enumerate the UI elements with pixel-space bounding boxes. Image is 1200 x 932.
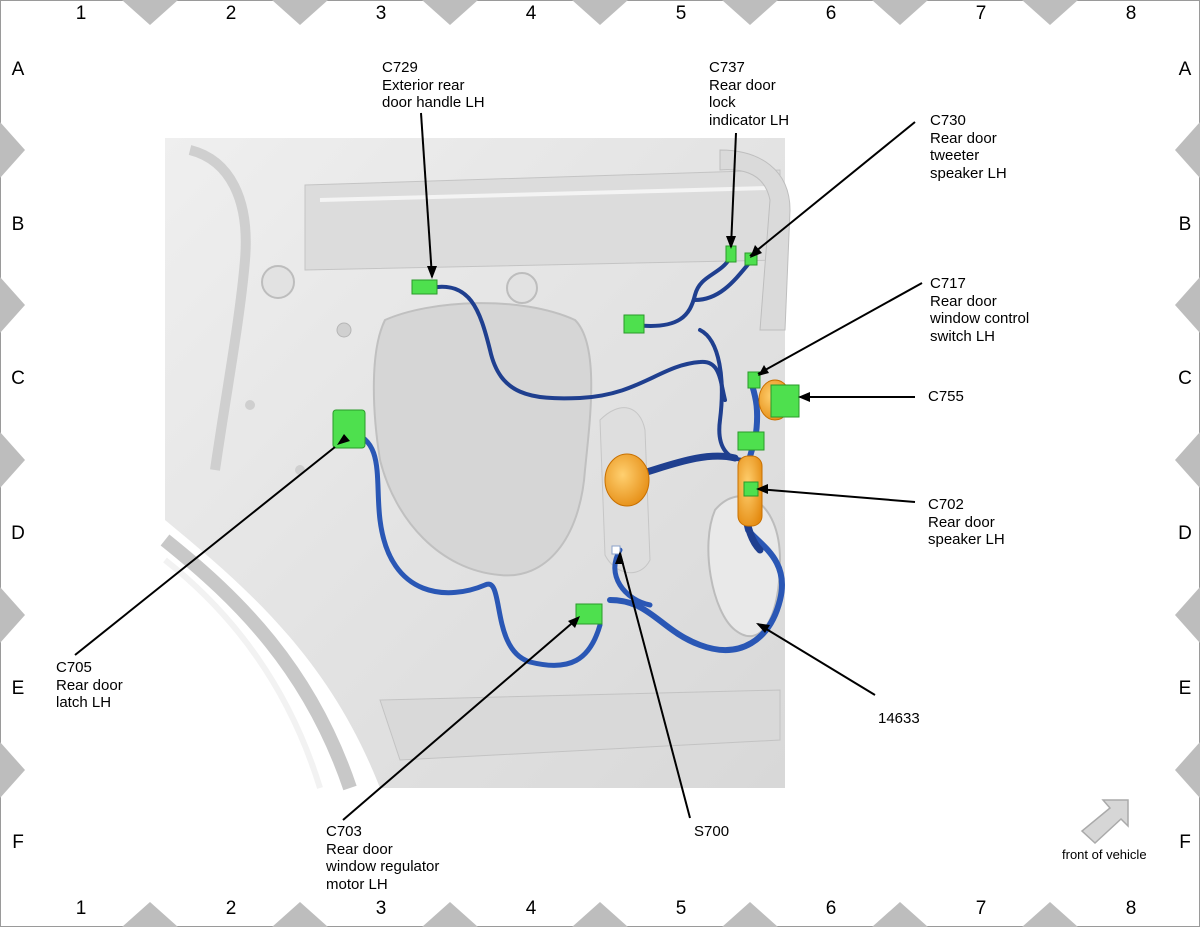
grid-column-label: 8 [1125,898,1137,919]
callout-c702: C702 Rear door speaker LH [928,496,1005,549]
grid-column-label: 5 [675,3,687,24]
connector-icon [737,431,765,451]
callout-line: C705 [56,659,92,676]
callout-line: S700 [694,823,730,840]
grid-row-label: A [11,59,25,80]
grid-column-label: 1 [75,898,87,919]
c755-connector-icon [770,384,800,418]
callout-c703: C703 Rear door window regulator motor LH [326,823,439,893]
grid-row-label: A [1178,59,1192,80]
grid-row-label: D [1178,523,1192,544]
front-arrow-icon [1080,799,1129,845]
grommet-icon [604,453,650,507]
callout-line: tweeter [930,147,980,164]
door-panel [160,138,791,791]
grid-column-label: 2 [225,898,237,919]
leader-lines [74,112,923,821]
callout-line: window control [930,310,1030,327]
callout-c737: C737 Rear door lock indicator LH [709,59,789,129]
c705-connector-icon [332,409,366,449]
c717-connector-icon [747,371,761,389]
callout-line: C717 [930,275,966,292]
grid-column-label: 4 [525,3,537,24]
connectors [332,245,800,625]
callout-c729: C729 Exterior rear door handle LH [382,59,485,112]
callout-line: switch LH [930,327,996,345]
grid-row-label: B [11,214,25,235]
grid-column-label: 5 [675,898,687,919]
callout-line: window regulator [326,858,440,875]
callout-s700: S700 [694,823,729,841]
grid-column-label: 6 [825,898,837,919]
grid-column-label: 7 [975,898,987,919]
grid-row-label: B [1178,214,1192,235]
c703-connector-icon [575,603,603,625]
callout-line: Rear door [928,513,995,531]
callout-line: Rear door [326,840,393,858]
callout-line: Rear door [709,76,776,94]
callout-c730: C730 Rear door tweeter speaker LH [930,112,1007,182]
grid-column-label: 1 [75,3,87,24]
callout-line: C755 [928,388,964,405]
callout-line: Rear door [930,292,997,310]
arrowheads [337,236,810,633]
grid-row-label: F [12,832,24,853]
grid-column-label: 3 [375,898,387,919]
callout-line: door handle LH [382,94,485,111]
grid-row-label: C [1178,368,1192,389]
connector-icon [623,314,645,334]
front-of-vehicle-label: front of vehicle [1062,847,1147,862]
callout-line: latch LH [56,694,112,711]
callout-line: Rear door [930,129,997,147]
callout-line: 14633 [878,710,920,727]
callout-line: C729 [382,59,418,76]
grid-column-label: 7 [975,3,987,24]
callout-c705: C705 Rear door latch LH [56,659,123,712]
s700-splice-icon [611,545,621,555]
callout-c755: C755 [928,388,964,406]
callout-line: Exterior rear [382,76,465,94]
callout-line: C730 [930,112,966,129]
grid-column-label: 6 [825,3,837,24]
grid-column-label: 3 [375,3,387,24]
grid-row-label: F [1179,832,1191,853]
c729-connector-icon [411,279,438,295]
callout-line: speaker LH [928,531,1005,548]
callout-c717: C717 Rear door window control switch LH [930,275,1029,345]
grid-column-label: 4 [525,898,537,919]
grid-row-label: E [11,678,25,699]
grid-column-label: 8 [1125,3,1137,24]
c702-connector-icon [743,481,759,497]
grid-row-label: E [1178,678,1192,699]
grid-column-label: 2 [225,3,237,24]
grid-row-label: D [11,523,25,544]
callout-line: indicator LH [709,111,790,129]
callout-line: C702 [928,496,964,513]
callout-line: C703 [326,823,362,840]
callout-line: speaker LH [930,164,1007,182]
callout-line: lock [709,94,736,111]
callout-14633: 14633 [878,710,920,728]
callout-line: motor LH [326,875,388,893]
grid-row-label: C [11,368,25,389]
callout-line: C737 [709,59,745,76]
callout-line: Rear door [56,676,123,694]
